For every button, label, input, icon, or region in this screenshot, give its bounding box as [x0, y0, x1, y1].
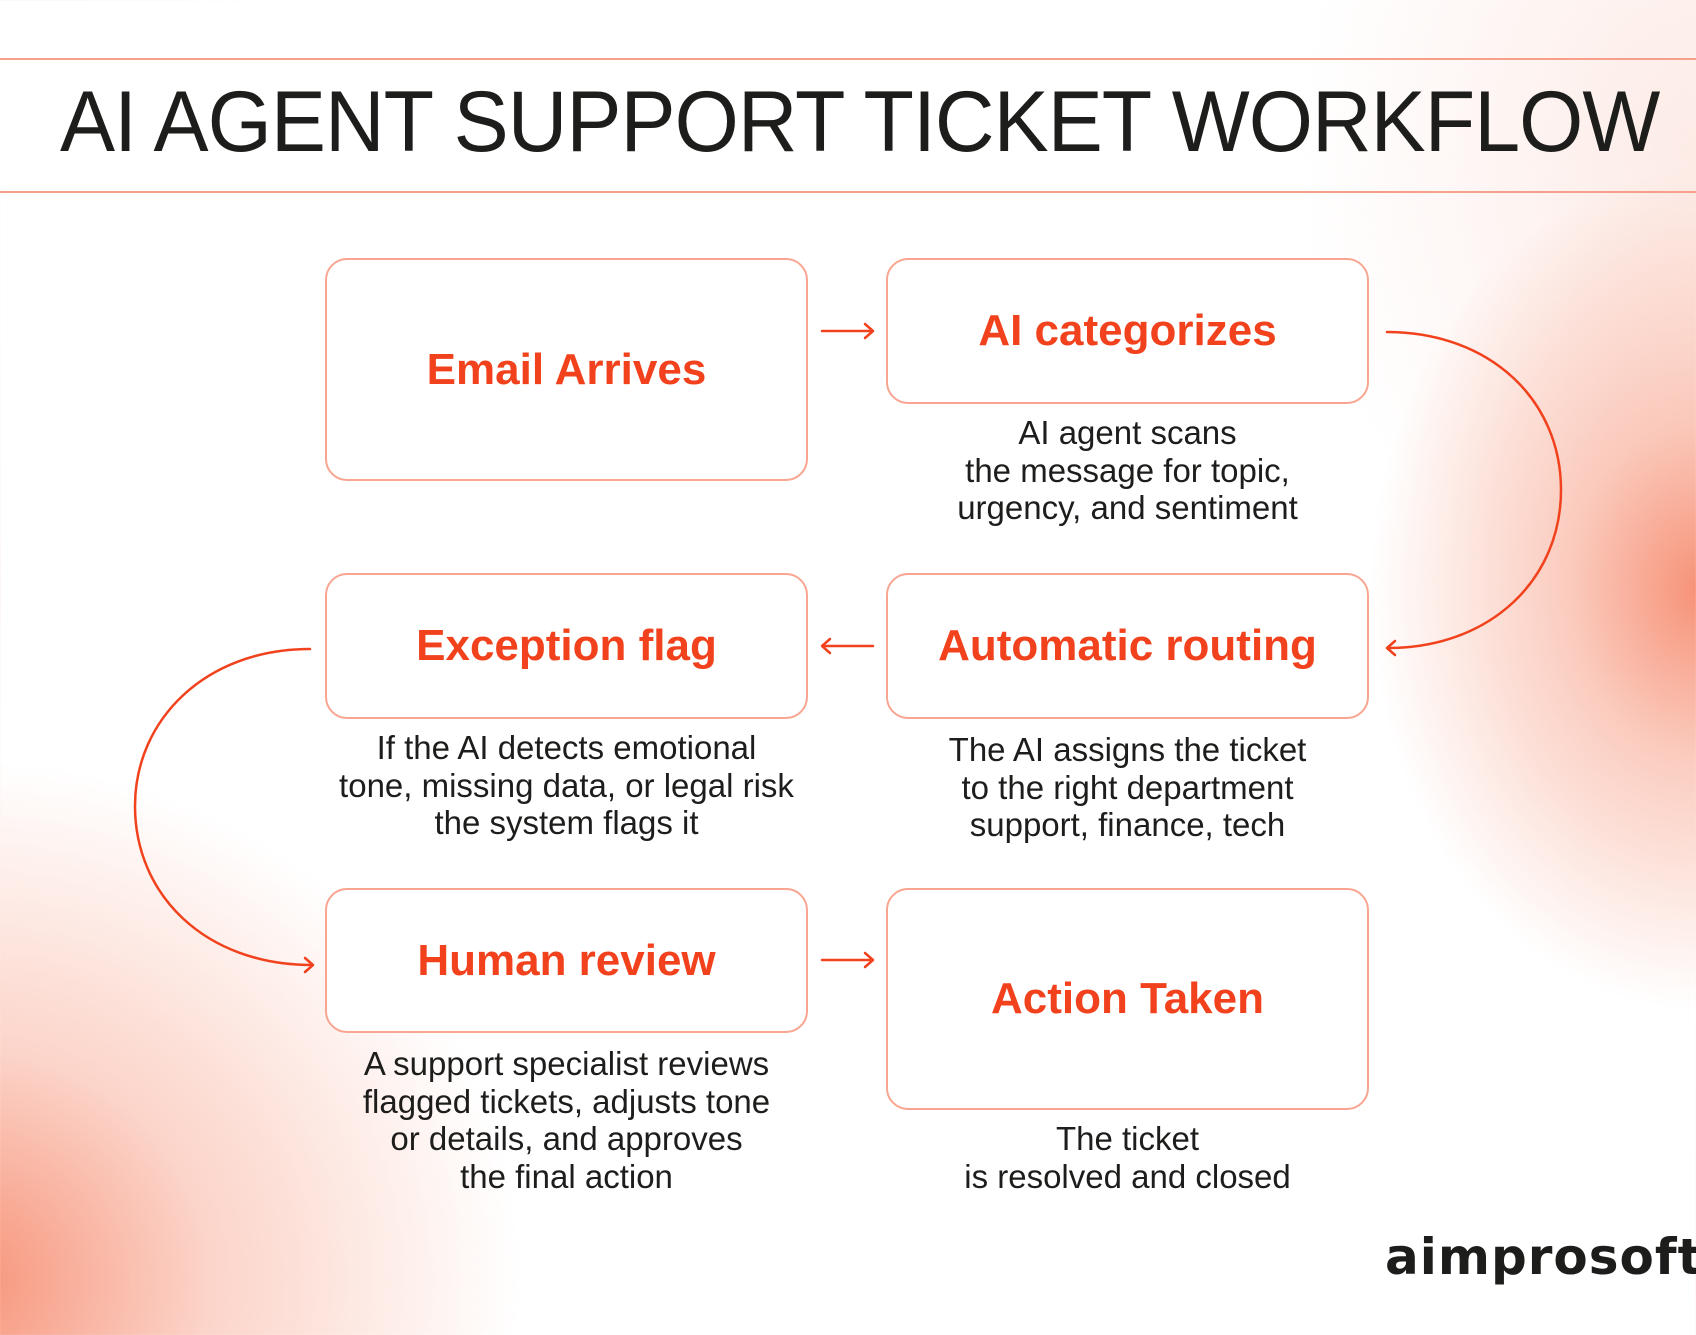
step-exception-flag: Exception flag	[325, 573, 808, 719]
curved-arrow-down-icon	[133, 647, 315, 974]
step-label: Email Arrives	[426, 344, 707, 394]
step-description: The ticket is resolved and closed	[964, 1120, 1291, 1195]
curved-arrow-down-icon	[1385, 330, 1563, 657]
step-description: If the AI detects emotional tone, missin…	[339, 729, 794, 841]
brand-logo: aimprosoft	[1385, 1228, 1696, 1286]
step-label: Human review	[417, 935, 716, 985]
step-description: The AI assigns the ticket to the right d…	[948, 731, 1307, 843]
step-label: AI categorizes	[978, 306, 1277, 355]
step-ai-categorizes: AI categorizes	[886, 258, 1369, 404]
arrow-right-icon	[820, 951, 875, 969]
step-description: AI agent scans the message for topic, ur…	[957, 414, 1298, 526]
step-automatic-routing: Automatic routing	[886, 573, 1369, 719]
step-label: Exception flag	[416, 621, 717, 670]
step-label: Automatic routing	[938, 621, 1317, 670]
title-top-rule	[0, 58, 1696, 60]
arrow-left-icon	[820, 637, 875, 655]
step-email-arrives: Email Arrives	[325, 258, 808, 481]
arrow-right-icon	[820, 322, 875, 340]
step-description: A support specialist reviews flagged tic…	[362, 1045, 771, 1195]
step-human-review: Human review	[325, 888, 808, 1033]
step-action-taken: Action Taken	[886, 888, 1369, 1110]
title-bottom-rule	[0, 191, 1696, 193]
page-title: AI AGENT SUPPORT TICKET WORKFLOW	[60, 74, 1660, 170]
step-label: Action Taken	[990, 974, 1264, 1023]
